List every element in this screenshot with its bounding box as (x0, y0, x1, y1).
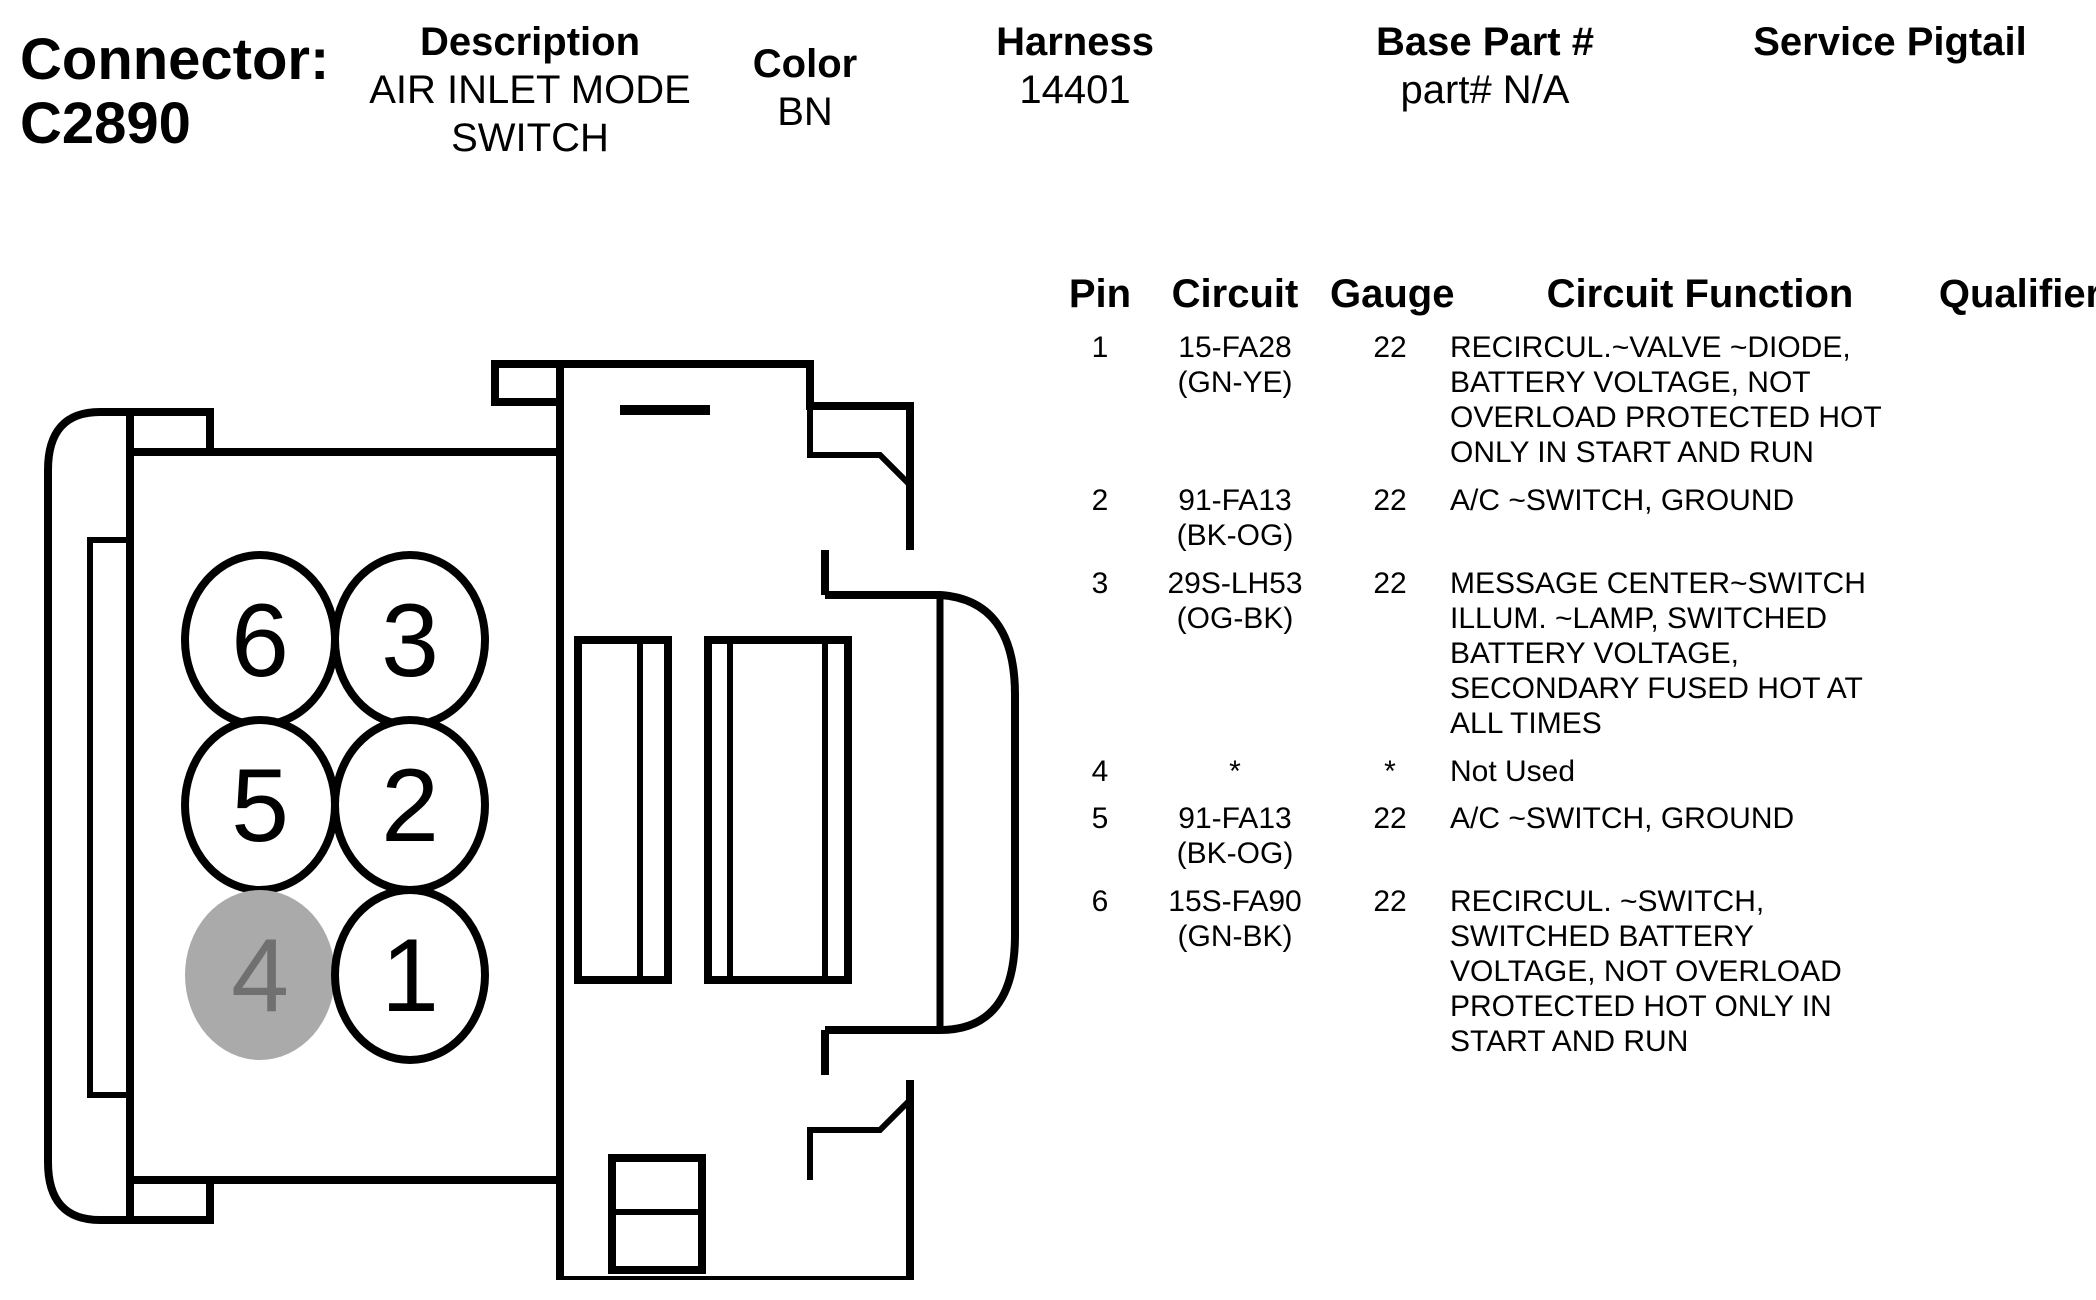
connector-title: Connector: C2890 (20, 28, 329, 156)
function-cell: RECIRCUL.~VALVE ~DIODE, BATTERY VOLTAGE,… (1450, 331, 1882, 469)
col-circuit: Circuit (1171, 272, 1299, 316)
circuit-cell: 91-FA13 (BK-OG) (1176, 484, 1294, 552)
pin-6-cavity: 6 (181, 551, 339, 729)
description-block: Description AIR INLET MODE SWITCH (340, 18, 720, 162)
pin-circle (331, 886, 489, 1064)
latch-top (556, 360, 914, 550)
circuit-cell: 29S-LH53 (OG-BK) (1167, 567, 1303, 635)
pin-cell: 5 (1091, 802, 1109, 835)
function-cell: A/C ~SWITCH, GROUND (1450, 484, 1795, 517)
latch-top-notch (491, 360, 560, 406)
pin-number: 4 (231, 918, 289, 1034)
pin-number: 3 (381, 583, 439, 699)
gauge-cell: 22 (1373, 885, 1407, 918)
pin-cell: 3 (1091, 567, 1109, 600)
gauge-cell: 22 (1373, 567, 1407, 600)
color-value: BN (777, 90, 833, 134)
harness-value: 14401 (1019, 68, 1131, 112)
latch-top-step (807, 406, 913, 488)
pin-cell: 1 (1091, 331, 1109, 364)
gauge-cell: 22 (1373, 802, 1407, 835)
pin-number: 2 (381, 748, 439, 864)
circuit-cell: 15-FA28 (GN-YE) (1177, 331, 1293, 399)
pin-circle (185, 890, 335, 1060)
function-cell: MESSAGE CENTER~SWITCH ILLUM. ~LAMP, SWIT… (1450, 567, 1866, 740)
base-part-value: part# N/A (1400, 68, 1570, 112)
harness-block: Harness 14401 (960, 18, 1190, 114)
function-cell: A/C ~SWITCH, GROUND (1450, 802, 1795, 835)
window-right (704, 636, 852, 984)
pin-4-cavity: 4 (185, 890, 335, 1060)
pin-1-cavity: 1 (331, 886, 489, 1064)
description-value: AIR INLET MODE SWITCH (369, 68, 691, 160)
color-label: Color (752, 42, 858, 86)
circuit-cell: * (1229, 755, 1241, 788)
window-left (574, 636, 672, 984)
col-circuit-function: Circuit Function (1546, 272, 1854, 316)
pin-5-cavity: 5 (181, 716, 339, 894)
connector-label: Connector: (20, 27, 330, 92)
gauge-cell: * (1384, 755, 1396, 788)
pin-number: 1 (381, 918, 439, 1034)
base-part-label: Base Part # (1376, 20, 1594, 64)
service-pigtail-block: Service Pigtail (1710, 18, 2070, 66)
body-right-column (556, 452, 914, 1280)
shell-inner-bottom (126, 1176, 214, 1224)
pin-2-cavity: 2 (331, 716, 489, 894)
body-step-top (87, 452, 133, 1098)
pin-3-cavity: 3 (331, 551, 489, 729)
gauge-cell: 22 (1373, 484, 1407, 517)
col-qualifier: Qualifier (1938, 272, 2096, 316)
circuit-cell: 91-FA13 (BK-OG) (1176, 802, 1294, 870)
shell-outer (44, 408, 130, 1224)
function-cell: RECIRCUL. ~SWITCH, SWITCHED BATTERY VOLT… (1450, 885, 1842, 1058)
col-gauge: Gauge (1330, 272, 1455, 316)
color-block: Color BN (730, 40, 880, 136)
function-cell: Not Used (1450, 755, 1576, 788)
description-label: Description (419, 20, 641, 64)
pin-cell: 6 (1091, 885, 1109, 918)
latch-bottom-step (807, 1097, 913, 1180)
pin-cell: 2 (1091, 484, 1109, 517)
pin-cell: 4 (1091, 755, 1109, 788)
pin-number: 5 (231, 748, 289, 864)
service-pigtail-label: Service Pigtail (1753, 20, 2027, 64)
gauge-cell: 22 (1373, 331, 1407, 364)
pin-number: 6 (231, 583, 289, 699)
base-part-block: Base Part # part# N/A (1330, 18, 1640, 114)
col-pin: Pin (1068, 272, 1132, 316)
circuit-cell: 15S-FA90 (GN-BK) (1168, 885, 1302, 953)
shell-inner-top (126, 408, 214, 456)
lock-tab (825, 591, 1019, 1034)
connector-id: C2890 (20, 91, 191, 156)
harness-label: Harness (996, 20, 1154, 64)
